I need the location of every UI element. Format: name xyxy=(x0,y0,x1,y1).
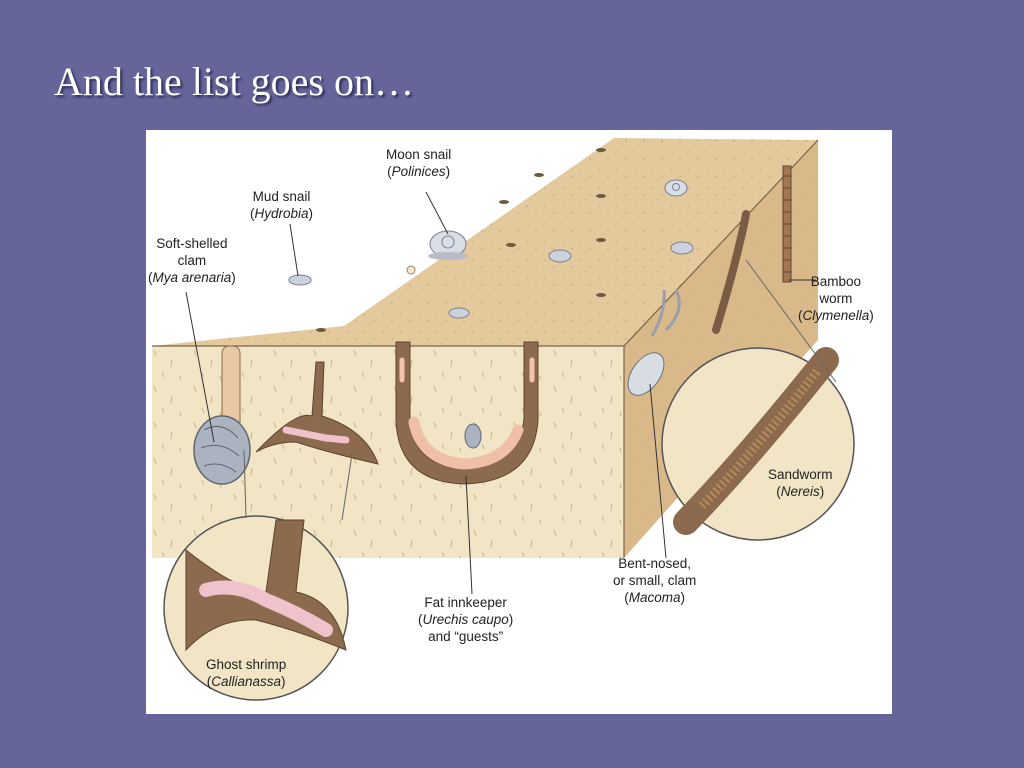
mud-snail-label: Mud snail (Hydrobia) xyxy=(250,188,313,222)
sandworm-label: Sandworm (Nereis) xyxy=(768,466,833,500)
bamboo-worm-label: Bamboo worm (Clymenella) xyxy=(798,273,874,324)
soft-shelled-clam-label: Soft-shelled clam (Mya arenaria) xyxy=(148,235,236,286)
ghost-shrimp-label: Ghost shrimp (Callianassa) xyxy=(206,656,286,690)
slide-title: And the list goes on… xyxy=(54,58,414,105)
bent-nosed-clam-label: Bent-nosed, or small, clam (Macoma) xyxy=(613,555,696,606)
tidal-flat-illustration: Moon snail (Polinices) Mud snail (Hydrob… xyxy=(146,130,892,714)
moon-snail-label: Moon snail (Polinices) xyxy=(386,146,451,180)
fat-innkeeper-label: Fat innkeeper (Urechis caupo) and “guest… xyxy=(418,594,513,645)
bamboo-worm-tube xyxy=(783,166,791,282)
moon-snail-shell-small xyxy=(665,180,687,196)
moon-snail-shell xyxy=(428,231,468,260)
